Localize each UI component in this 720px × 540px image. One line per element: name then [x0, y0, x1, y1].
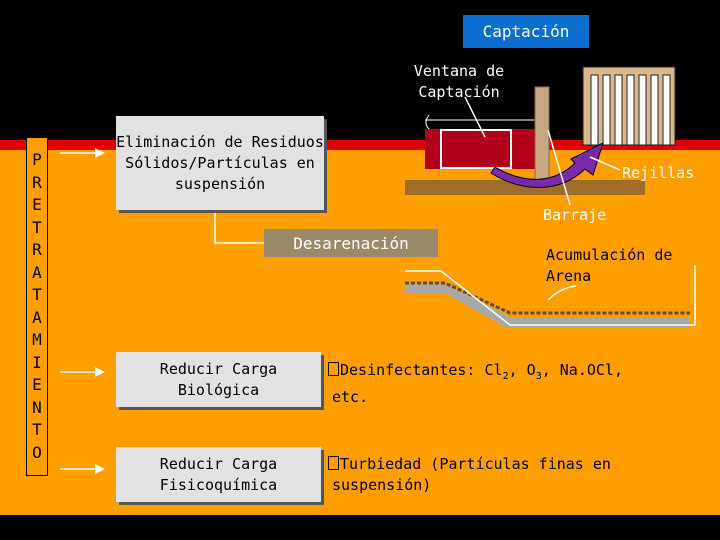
turb-line-2: suspensión) [332, 476, 432, 494]
letter: A [32, 307, 42, 327]
letter: R [32, 172, 42, 192]
letter: R [32, 240, 42, 259]
letter: O [32, 442, 42, 462]
pretratamiento-vertical-label: P R E T R A T A M I E N T O [26, 137, 48, 476]
letter: E [32, 195, 42, 214]
label-acumulacion-arena: Acumulación de Arena [546, 245, 672, 287]
letter: E [32, 375, 42, 394]
title-captacion: Captación [463, 15, 589, 48]
bullet-icon [328, 362, 339, 376]
bullet-icon [328, 456, 339, 470]
box-eliminacion-residuos: Eliminación de Residuos Sólidos/Partícul… [116, 116, 324, 210]
label-ventana-line1: Ventana de [413, 62, 505, 80]
letter: A [32, 262, 42, 282]
letter: T [32, 217, 42, 237]
water-channel [425, 129, 535, 169]
label-acumulacion-line2: Arena [546, 267, 592, 285]
desinf-sub-1: 2 [502, 371, 509, 382]
note-turbiedad: Turbiedad (Partículas finas en suspensió… [328, 454, 713, 496]
label-ventana-captacion: Ventana de Captación [398, 61, 520, 103]
label-acumulacion-line1: Acumulación de [546, 246, 673, 264]
window-outline [440, 129, 512, 169]
letter: I [32, 352, 42, 372]
label-ventana-line2: Captación [418, 83, 500, 101]
box-eliminacion-text: Eliminación de Residuos Sólidos/Partícul… [116, 132, 324, 193]
sand-layer [405, 283, 690, 327]
letter: P [32, 150, 42, 169]
bottom-band [0, 515, 720, 540]
desinf-text-a: Desinfectantes: Cl [340, 361, 503, 379]
box-fisicoquimica-text: Reducir Carga Fisicoquímica [159, 454, 278, 494]
note-desinfectantes: Desinfectantes: Cl2, O3, Na.OCl, etc. [328, 360, 713, 408]
box-reducir-carga-biologica: Reducir Carga Biológica [116, 352, 321, 407]
box-desarenacion: Desarenación [264, 229, 438, 257]
label-rejillas: Rejillas [622, 164, 695, 182]
letter: T [32, 285, 42, 304]
sand-trap-illustration [405, 265, 696, 327]
flow-arrow [490, 142, 604, 189]
label-barraje: Barraje [543, 206, 607, 224]
ground [405, 180, 645, 195]
letter: N [32, 397, 42, 417]
letter: M [32, 330, 42, 349]
desinf-text-b: , O [508, 361, 536, 379]
desinf-line-2: etc. [332, 388, 369, 406]
grate [582, 66, 676, 146]
desinf-text-c: , Na.OCl, [541, 361, 623, 379]
box-reducir-carga-fisicoquimica: Reducir Carga Fisicoquímica [116, 447, 321, 502]
turb-line-1: Turbiedad (Partículas finas en [340, 455, 611, 473]
desinf-sub-2: 3 [535, 371, 542, 382]
letter: T [32, 420, 42, 439]
box-biologica-text: Reducir Carga Biológica [159, 359, 278, 399]
red-stripe [0, 140, 720, 150]
